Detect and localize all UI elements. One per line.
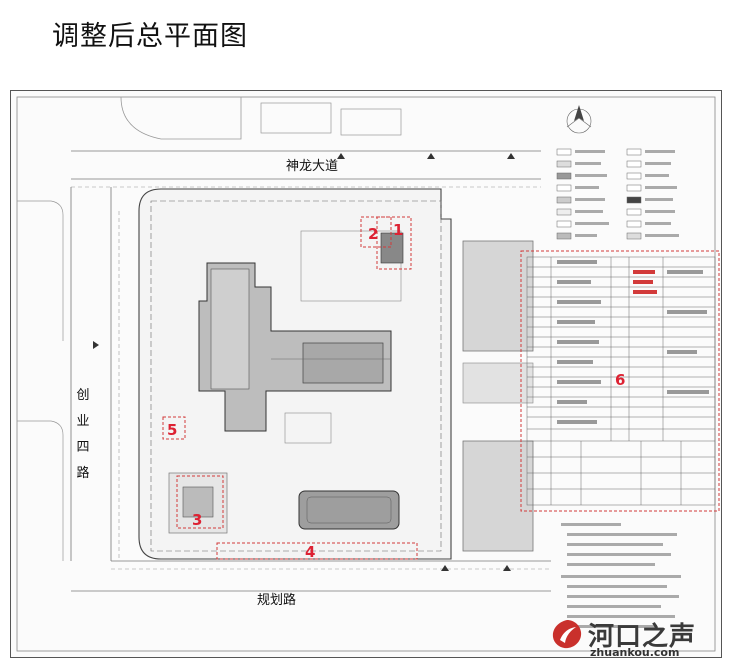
marker-box-3: [176, 475, 224, 529]
indicator-table: [526, 256, 716, 506]
north-arrow-icon: [566, 105, 592, 134]
marker-label-2: 2: [368, 225, 379, 243]
road-label-west: 创 业 四 路: [76, 388, 90, 481]
road-label-south: 规划路: [257, 593, 297, 608]
site-plan-drawing: [16, 96, 720, 652]
legend: [556, 148, 642, 240]
notes-text-block: [561, 523, 681, 628]
marker-box-1: [376, 216, 412, 270]
watermark: 河口之声 zhuankou.com: [550, 618, 718, 659]
marker-box-2: [360, 216, 392, 248]
road-label-north: 神龙大道: [286, 159, 339, 174]
marker-label-5: 5: [167, 421, 178, 439]
marker-label-6: 6: [615, 371, 626, 389]
marker-box-5: [162, 416, 186, 440]
marker-label-3: 3: [192, 511, 203, 529]
drawing-sheet: 神龙大道 创 业 四 路 规划路 1 2 3 4 5 6: [10, 90, 722, 658]
watermark-text-en: zhuankou.com: [590, 646, 680, 659]
watermark-logo-icon: [552, 620, 582, 649]
marker-label-1: 1: [393, 221, 404, 239]
watermark-text-cn: 河口之声: [588, 622, 697, 652]
marker-box-6: [520, 250, 720, 512]
marker-box-4: [216, 542, 418, 560]
page-title: 调整后总平面图: [52, 21, 248, 52]
south-building: [298, 490, 400, 530]
marker-label-4: 4: [305, 543, 316, 561]
